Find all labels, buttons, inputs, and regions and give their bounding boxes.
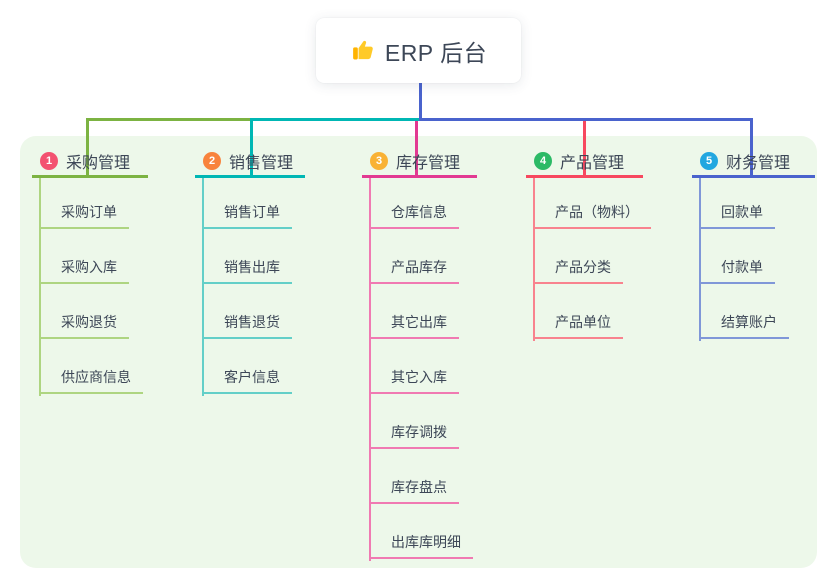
branch-children: 回款单 付款单 结算账户 — [692, 178, 815, 339]
connector-drop-5 — [750, 118, 753, 178]
child-item[interactable]: 结算账户 — [692, 284, 815, 339]
child-item[interactable]: 产品分类 — [526, 229, 651, 284]
branch-number-badge: 5 — [700, 151, 718, 170]
child-item[interactable]: 销售退货 — [195, 284, 305, 339]
thumbs-up-icon — [350, 38, 375, 63]
child-item[interactable]: 付款单 — [692, 229, 815, 284]
branches-panel — [20, 136, 817, 568]
connector-drop-2 — [250, 118, 253, 178]
connector-horizontal-2 — [250, 118, 419, 121]
connector-drop-1 — [86, 118, 89, 178]
child-item[interactable]: 出库库明细 — [362, 504, 477, 559]
branch-title: 财务管理 — [726, 154, 791, 172]
connector-drop-3 — [415, 121, 418, 178]
branch-children: 采购订单 采购入库 采购退货 供应商信息 — [32, 178, 148, 394]
branch-title: 产品管理 — [560, 154, 625, 172]
branch-number-badge: 3 — [370, 151, 388, 170]
branch-spine-line — [202, 178, 204, 396]
connector-root-stem — [419, 83, 422, 120]
branch-title: 库存管理 — [396, 154, 461, 172]
child-item[interactable]: 库存盘点 — [362, 449, 477, 504]
root-node[interactable]: ERP 后台 — [316, 18, 521, 83]
child-item[interactable]: 库存调拨 — [362, 394, 477, 449]
child-item[interactable]: 采购入库 — [32, 229, 148, 284]
branch-header[interactable]: 5 财务管理 — [692, 146, 815, 178]
child-item[interactable]: 产品单位 — [526, 284, 651, 339]
branch-header[interactable]: 2 销售管理 — [195, 146, 305, 178]
connector-horizontal-5 — [419, 118, 753, 121]
branch-header[interactable]: 3 库存管理 — [362, 146, 477, 178]
child-item[interactable]: 其它出库 — [362, 284, 477, 339]
branch-spine-line — [699, 178, 701, 341]
branch-finance: 5 财务管理 回款单 付款单 结算账户 — [692, 146, 815, 341]
branch-number-badge: 4 — [534, 151, 552, 170]
connector-drop-4 — [583, 121, 586, 178]
connector-horizontal-1 — [86, 118, 254, 121]
branch-number-badge: 2 — [203, 151, 221, 170]
branch-product: 4 产品管理 产品（物料） 产品分类 产品单位 — [526, 146, 651, 341]
child-item[interactable]: 仓库信息 — [362, 178, 477, 229]
root-title: ERP 后台 — [384, 39, 488, 66]
child-item[interactable]: 销售出库 — [195, 229, 305, 284]
child-item[interactable]: 其它入库 — [362, 339, 477, 394]
child-item[interactable]: 回款单 — [692, 178, 815, 229]
branch-purchase: 1 采购管理 采购订单 采购入库 采购退货 供应商信息 — [32, 146, 148, 396]
branch-header[interactable]: 4 产品管理 — [526, 146, 643, 178]
branch-children: 销售订单 销售出库 销售退货 客户信息 — [195, 178, 305, 394]
branch-spine-line — [533, 178, 535, 341]
child-item[interactable]: 产品（物料） — [526, 178, 651, 229]
branch-inventory: 3 库存管理 仓库信息 产品库存 其它出库 其它入库 库存调拨 库存盘点 出库库… — [362, 146, 477, 561]
child-item[interactable]: 供应商信息 — [32, 339, 148, 394]
branch-sales: 2 销售管理 销售订单 销售出库 销售退货 客户信息 — [195, 146, 305, 396]
child-item[interactable]: 产品库存 — [362, 229, 477, 284]
branch-spine-line — [39, 178, 41, 396]
child-item[interactable]: 采购退货 — [32, 284, 148, 339]
branch-children: 产品（物料） 产品分类 产品单位 — [526, 178, 651, 339]
branch-number-badge: 1 — [40, 151, 58, 170]
child-item[interactable]: 采购订单 — [32, 178, 148, 229]
branch-header[interactable]: 1 采购管理 — [32, 146, 148, 178]
branch-spine-line — [369, 178, 371, 561]
branch-children: 仓库信息 产品库存 其它出库 其它入库 库存调拨 库存盘点 出库库明细 — [362, 178, 477, 559]
branch-title: 采购管理 — [66, 154, 131, 172]
child-item[interactable]: 销售订单 — [195, 178, 305, 229]
branch-title: 销售管理 — [229, 154, 294, 172]
child-item[interactable]: 客户信息 — [195, 339, 305, 394]
